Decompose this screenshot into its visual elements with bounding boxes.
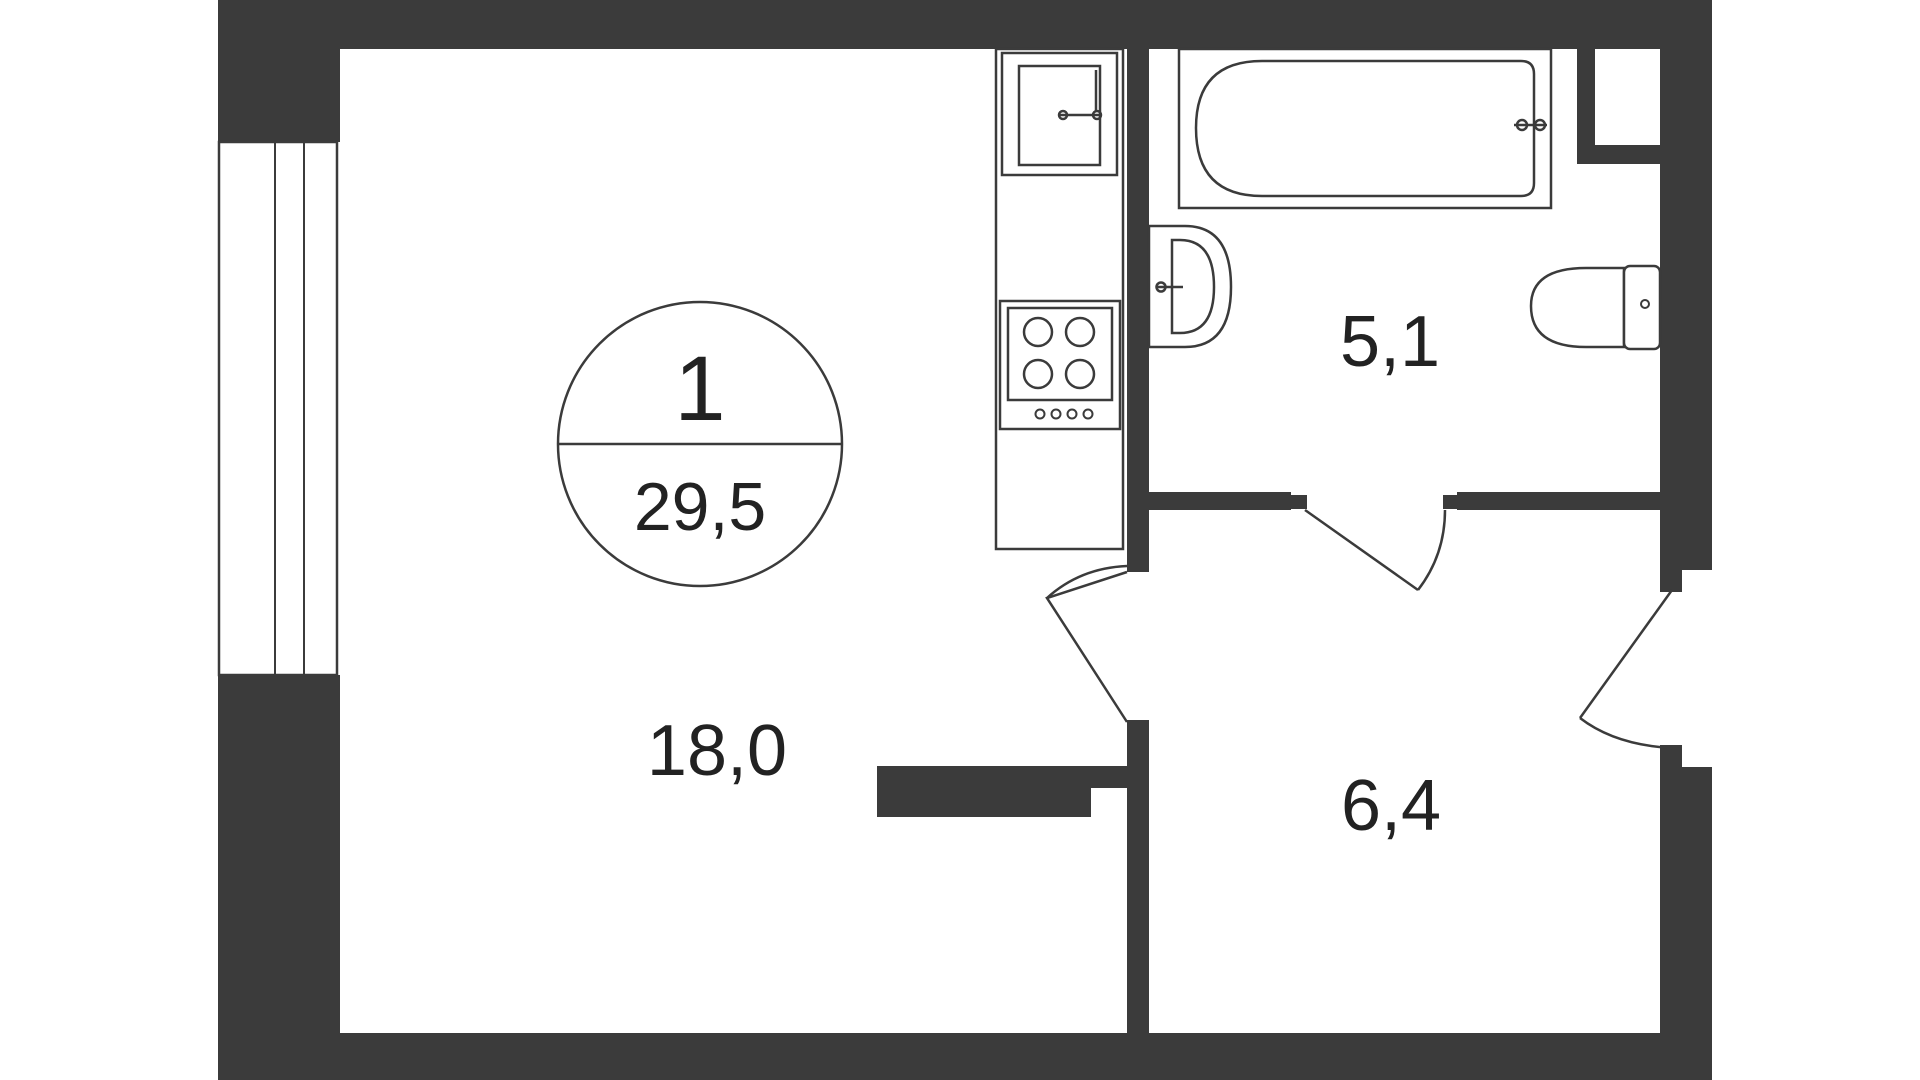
stove-knob-1 (1034, 408, 1046, 420)
stove-outer (998, 299, 1122, 431)
bathtub-tap-knob-2 (1533, 118, 1547, 132)
window (217, 140, 339, 677)
bathroom-wall-left (1149, 492, 1291, 510)
living-room-area-label: 18,0 (647, 711, 787, 791)
right-wall-lower (1660, 767, 1712, 1080)
burner-2 (1064, 316, 1096, 348)
bathroom-wall-right (1457, 492, 1660, 510)
apartment-badge: 1 29,5 (556, 300, 844, 588)
sink-outer (1000, 51, 1119, 177)
door-leaf (1045, 570, 1129, 723)
rooms-count-label: 1 (674, 338, 725, 440)
stove-knob-2 (1050, 408, 1062, 420)
toilet-flush-button (1640, 299, 1650, 309)
hallway-area-label: 6,4 (1341, 766, 1441, 846)
entrance-jamb-upper (1660, 510, 1682, 570)
door-jamb-bottom (1127, 720, 1149, 742)
stove-icon (998, 299, 1122, 431)
left-wall-lower (218, 675, 340, 1080)
stove-top (1006, 306, 1114, 402)
bottom-wall (218, 1033, 1712, 1080)
shaft-wall-horizontal (1577, 145, 1660, 164)
door-bathroom (1291, 495, 1459, 592)
door-jamb-top (1127, 550, 1149, 572)
right-wall-step (1704, 415, 1712, 465)
door-living-room (1045, 550, 1149, 742)
washbasin-outer (1147, 224, 1233, 349)
total-area-label: 29,5 (634, 469, 766, 545)
interior-walls (877, 49, 1682, 1033)
window-frame (217, 140, 339, 677)
toilet-icon (1529, 264, 1662, 351)
bathroom-fixtures (1147, 47, 1662, 351)
partition-vertical-lower (1127, 722, 1149, 1033)
door-jamb-right (1443, 495, 1459, 509)
counter-outline (994, 47, 1125, 551)
room-labels: 18,0 5,1 6,4 (647, 302, 1441, 846)
shaft-wall-vertical (1577, 49, 1595, 164)
top-wall (218, 0, 1712, 49)
bathtub-tap-knob (1515, 118, 1529, 132)
stove-knob-4 (1082, 408, 1094, 420)
partition-vertical-upper (1127, 49, 1149, 570)
bathtub-icon (1177, 47, 1553, 210)
door-swing-arc (1417, 509, 1447, 591)
door-leaf (1578, 589, 1674, 719)
door-swing-arc (1579, 717, 1673, 750)
door-swing-arc (1046, 564, 1128, 599)
door-jamb-left (1291, 495, 1307, 509)
door-jamb-top (1660, 570, 1682, 592)
stub-wall (877, 766, 1091, 817)
stub-wall-joint (1091, 766, 1127, 788)
stove-knob-3 (1066, 408, 1078, 420)
bathroom-area-label: 5,1 (1340, 302, 1440, 382)
door-leaf (1304, 508, 1419, 592)
sink-tap-knob-1 (1057, 109, 1069, 121)
kitchen-sink-icon (1000, 51, 1119, 177)
washbasin-bowl (1170, 238, 1216, 335)
washbasin-icon (1147, 224, 1233, 349)
burner-1 (1022, 316, 1054, 348)
door-entrance (1578, 570, 1682, 767)
burner-4 (1064, 358, 1096, 390)
right-wall-upper (1660, 0, 1712, 570)
bathtub-outer (1177, 47, 1553, 210)
toilet-bowl (1529, 266, 1626, 349)
outer-walls (218, 0, 1712, 1080)
left-wall-upper (218, 0, 340, 142)
washbasin-tap-knob (1155, 281, 1167, 293)
bathtub-inner (1194, 59, 1536, 198)
burner-3 (1022, 358, 1054, 390)
door-jamb-bottom (1660, 745, 1682, 767)
doors (1045, 495, 1682, 767)
kitchen-counter (994, 47, 1125, 551)
